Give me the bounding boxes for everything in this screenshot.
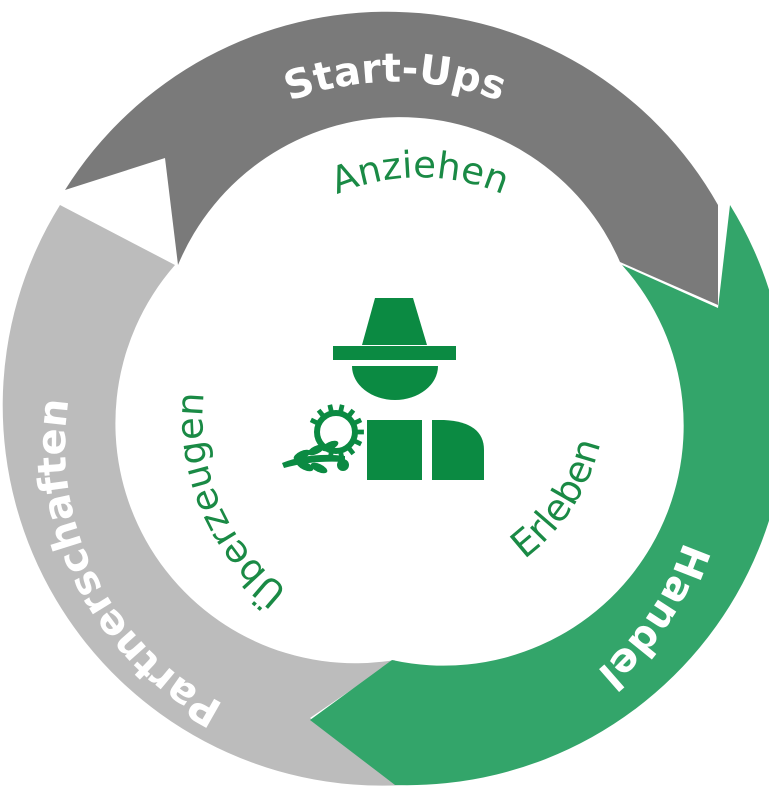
- gear-tooth: [352, 438, 363, 447]
- gear-tooth: [327, 404, 334, 414]
- gear-tooth: [338, 404, 345, 414]
- gear-tooth: [352, 417, 363, 426]
- segment-handel: [310, 205, 769, 786]
- label-erleben: Erleben: [502, 434, 609, 567]
- gear-tooth: [346, 408, 356, 418]
- label-ueberzeugen: Überzeugen: [168, 391, 294, 616]
- label-anziehen: Anziehen: [325, 143, 515, 202]
- gear-tooth: [346, 446, 356, 456]
- segment-start-ups: [65, 11, 718, 306]
- segment-partnerschaften: [2, 205, 405, 786]
- gear-tooth: [309, 417, 320, 426]
- gear-tooth: [355, 429, 364, 435]
- farmer-icon: [282, 298, 484, 480]
- gear-tooth: [316, 408, 326, 418]
